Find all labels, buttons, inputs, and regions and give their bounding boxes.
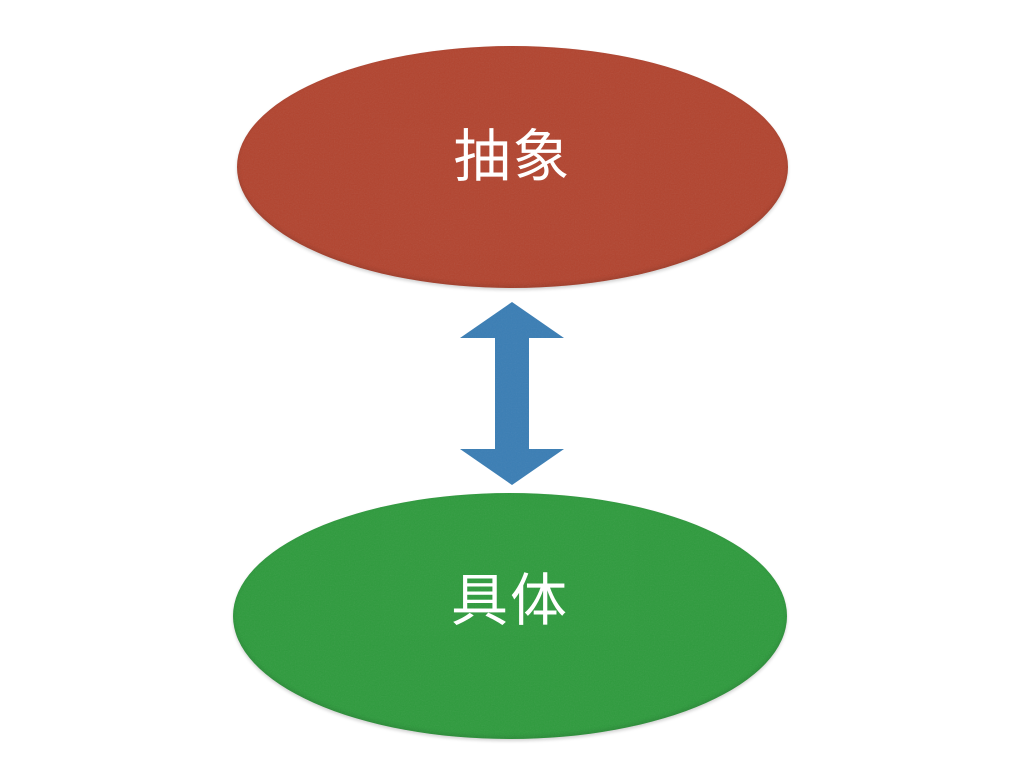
double-arrow-icon: [460, 302, 564, 485]
node-concrete-label: 具体: [451, 567, 569, 634]
arrow-grain-overlay: [460, 302, 564, 485]
node-concrete-ellipse: 具体: [233, 493, 787, 739]
node-abstract-ellipse: 抽象: [237, 46, 788, 288]
node-abstract-label: 抽象: [453, 123, 572, 190]
